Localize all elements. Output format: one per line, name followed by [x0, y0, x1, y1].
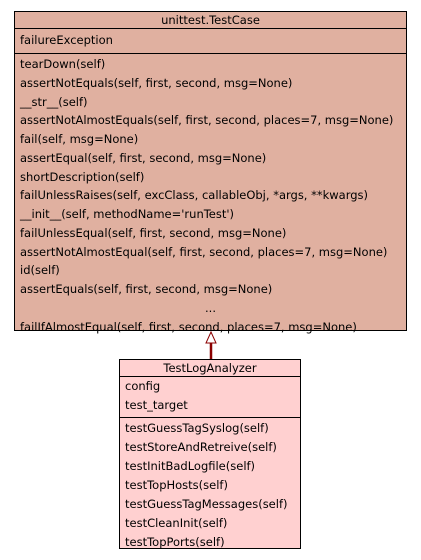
method-row: id(self): [20, 263, 60, 278]
attributes-section-testcase: failureException: [15, 29, 406, 54]
methods-section-testloganalyzer: testGuessTagSyslog(self) testStoreAndRet…: [120, 418, 300, 552]
method-row: testCleanInit(self): [125, 516, 228, 530]
attributes-section-testloganalyzer: config test_target: [120, 377, 300, 418]
method-row: shortDescription(self): [20, 169, 145, 184]
method-row: tearDown(self): [20, 57, 106, 71]
method-row: failUnlessEqual(self, first, second, msg…: [20, 225, 287, 240]
class-name-testcase: unittest.TestCase: [15, 12, 406, 29]
attribute-row: config: [125, 379, 161, 393]
inheritance-arrowhead: [205, 330, 217, 344]
method-row: assertNotEquals(self, first, second, msg…: [20, 75, 293, 90]
method-row: __str__(self): [20, 94, 88, 109]
class-name-testloganalyzer: TestLogAnalyzer: [120, 360, 300, 377]
method-row: testInitBadLogfile(self): [125, 459, 256, 473]
attribute-row: test_target: [125, 398, 188, 412]
method-row: failUnlessRaises(self, excClass, callabl…: [20, 188, 369, 203]
method-row: fail(self, msg=None): [20, 132, 139, 146]
method-row: assertEqual(self, first, second, msg=Non…: [20, 150, 267, 165]
method-row: assertNotAlmostEquals(self, first, secon…: [20, 113, 394, 128]
class-box-testloganalyzer[interactable]: TestLogAnalyzer config test_target testG…: [119, 359, 301, 549]
methods-section-testcase: tearDown(self) assertNotEquals(self, fir…: [15, 54, 406, 338]
attribute-row: failureException: [20, 33, 113, 47]
class-box-testcase[interactable]: unittest.TestCase failureException tearD…: [14, 11, 407, 334]
method-row: assertEquals(self, first, second, msg=No…: [20, 282, 273, 296]
method-row: testTopHosts(self): [125, 478, 228, 492]
method-row: testStoreAndRetreive(self): [125, 440, 277, 454]
method-row: assertNotAlmostEqual(self, first, second…: [20, 244, 388, 259]
method-ellipsis: ...: [205, 300, 216, 315]
method-row: testGuessTagMessages(self): [125, 497, 288, 511]
method-row: failIfAlmostEqual(self, first, second, p…: [20, 319, 357, 334]
method-row: testGuessTagSyslog(self): [125, 421, 269, 435]
method-row: testTopPorts(self): [125, 535, 225, 549]
method-row: __init__(self, methodName='runTest'): [20, 207, 235, 221]
